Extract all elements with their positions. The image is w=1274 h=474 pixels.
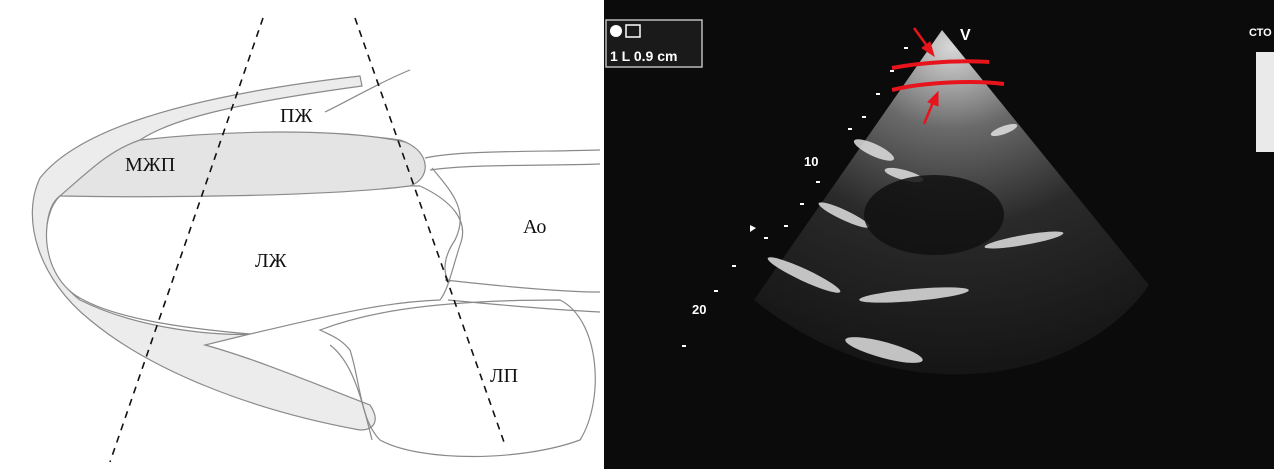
rv-pointer-line [325,70,410,112]
record-icon [610,25,622,37]
label-la: ЛП [490,365,518,387]
echo-image-panel: 10 20 1 L 0.9 cm V СТО [604,0,1274,469]
label-lv: ЛЖ [255,250,287,272]
echo-image-svg: 10 20 1 L 0.9 cm V СТО [604,0,1274,469]
label-rv: ПЖ [280,105,312,127]
heart-diagram-svg: ПЖ МЖП ЛЖ Ао ЛП [0,0,604,469]
heart-diagram-panel: ПЖ МЖП ЛЖ Ао ЛП [0,0,604,469]
depth-tick-10: 10 [804,154,818,169]
la-outline [320,300,595,457]
echo-cavity [864,175,1004,255]
grayscale-bar [1256,52,1274,152]
depth-readout: 1 L 0.9 cm [610,48,677,64]
focus-marker-icon [750,225,756,232]
label-ivs: МЖП [125,154,175,176]
corner-label: СТО [1249,27,1272,39]
probe-marker: V [960,27,971,44]
label-ao: Ао [523,216,546,238]
depth-tick-20: 20 [692,302,706,317]
